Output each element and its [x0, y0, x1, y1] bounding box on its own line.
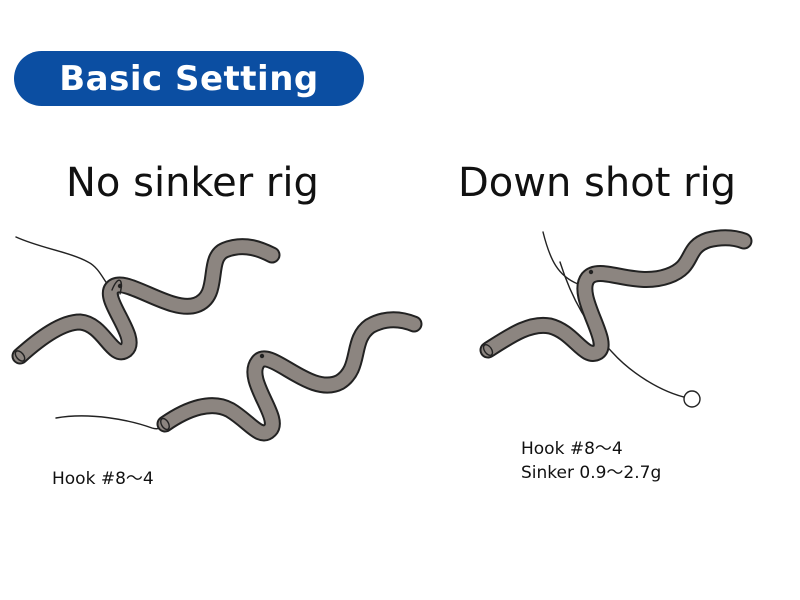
no-sinker-hook-spec: Hook #8～4	[52, 469, 154, 489]
down-shot-rig-title: Down shot rig	[458, 160, 737, 206]
basic-setting-badge: Basic Setting	[14, 51, 364, 106]
no-sinker-rig-worm-1-illustration	[11, 236, 281, 365]
down-shot-hook-spec: Hook #8～4	[521, 439, 623, 459]
no-sinker-rig-worm-2-illustration	[55, 311, 423, 442]
sinker-weight	[683, 390, 701, 408]
down-shot-sinker-spec: Sinker 0.9～2.7g	[521, 463, 662, 483]
badge-label: Basic Setting	[59, 58, 319, 99]
down-shot-rig-illustration	[479, 229, 753, 408]
no-sinker-rig-title: No sinker rig	[66, 160, 319, 206]
